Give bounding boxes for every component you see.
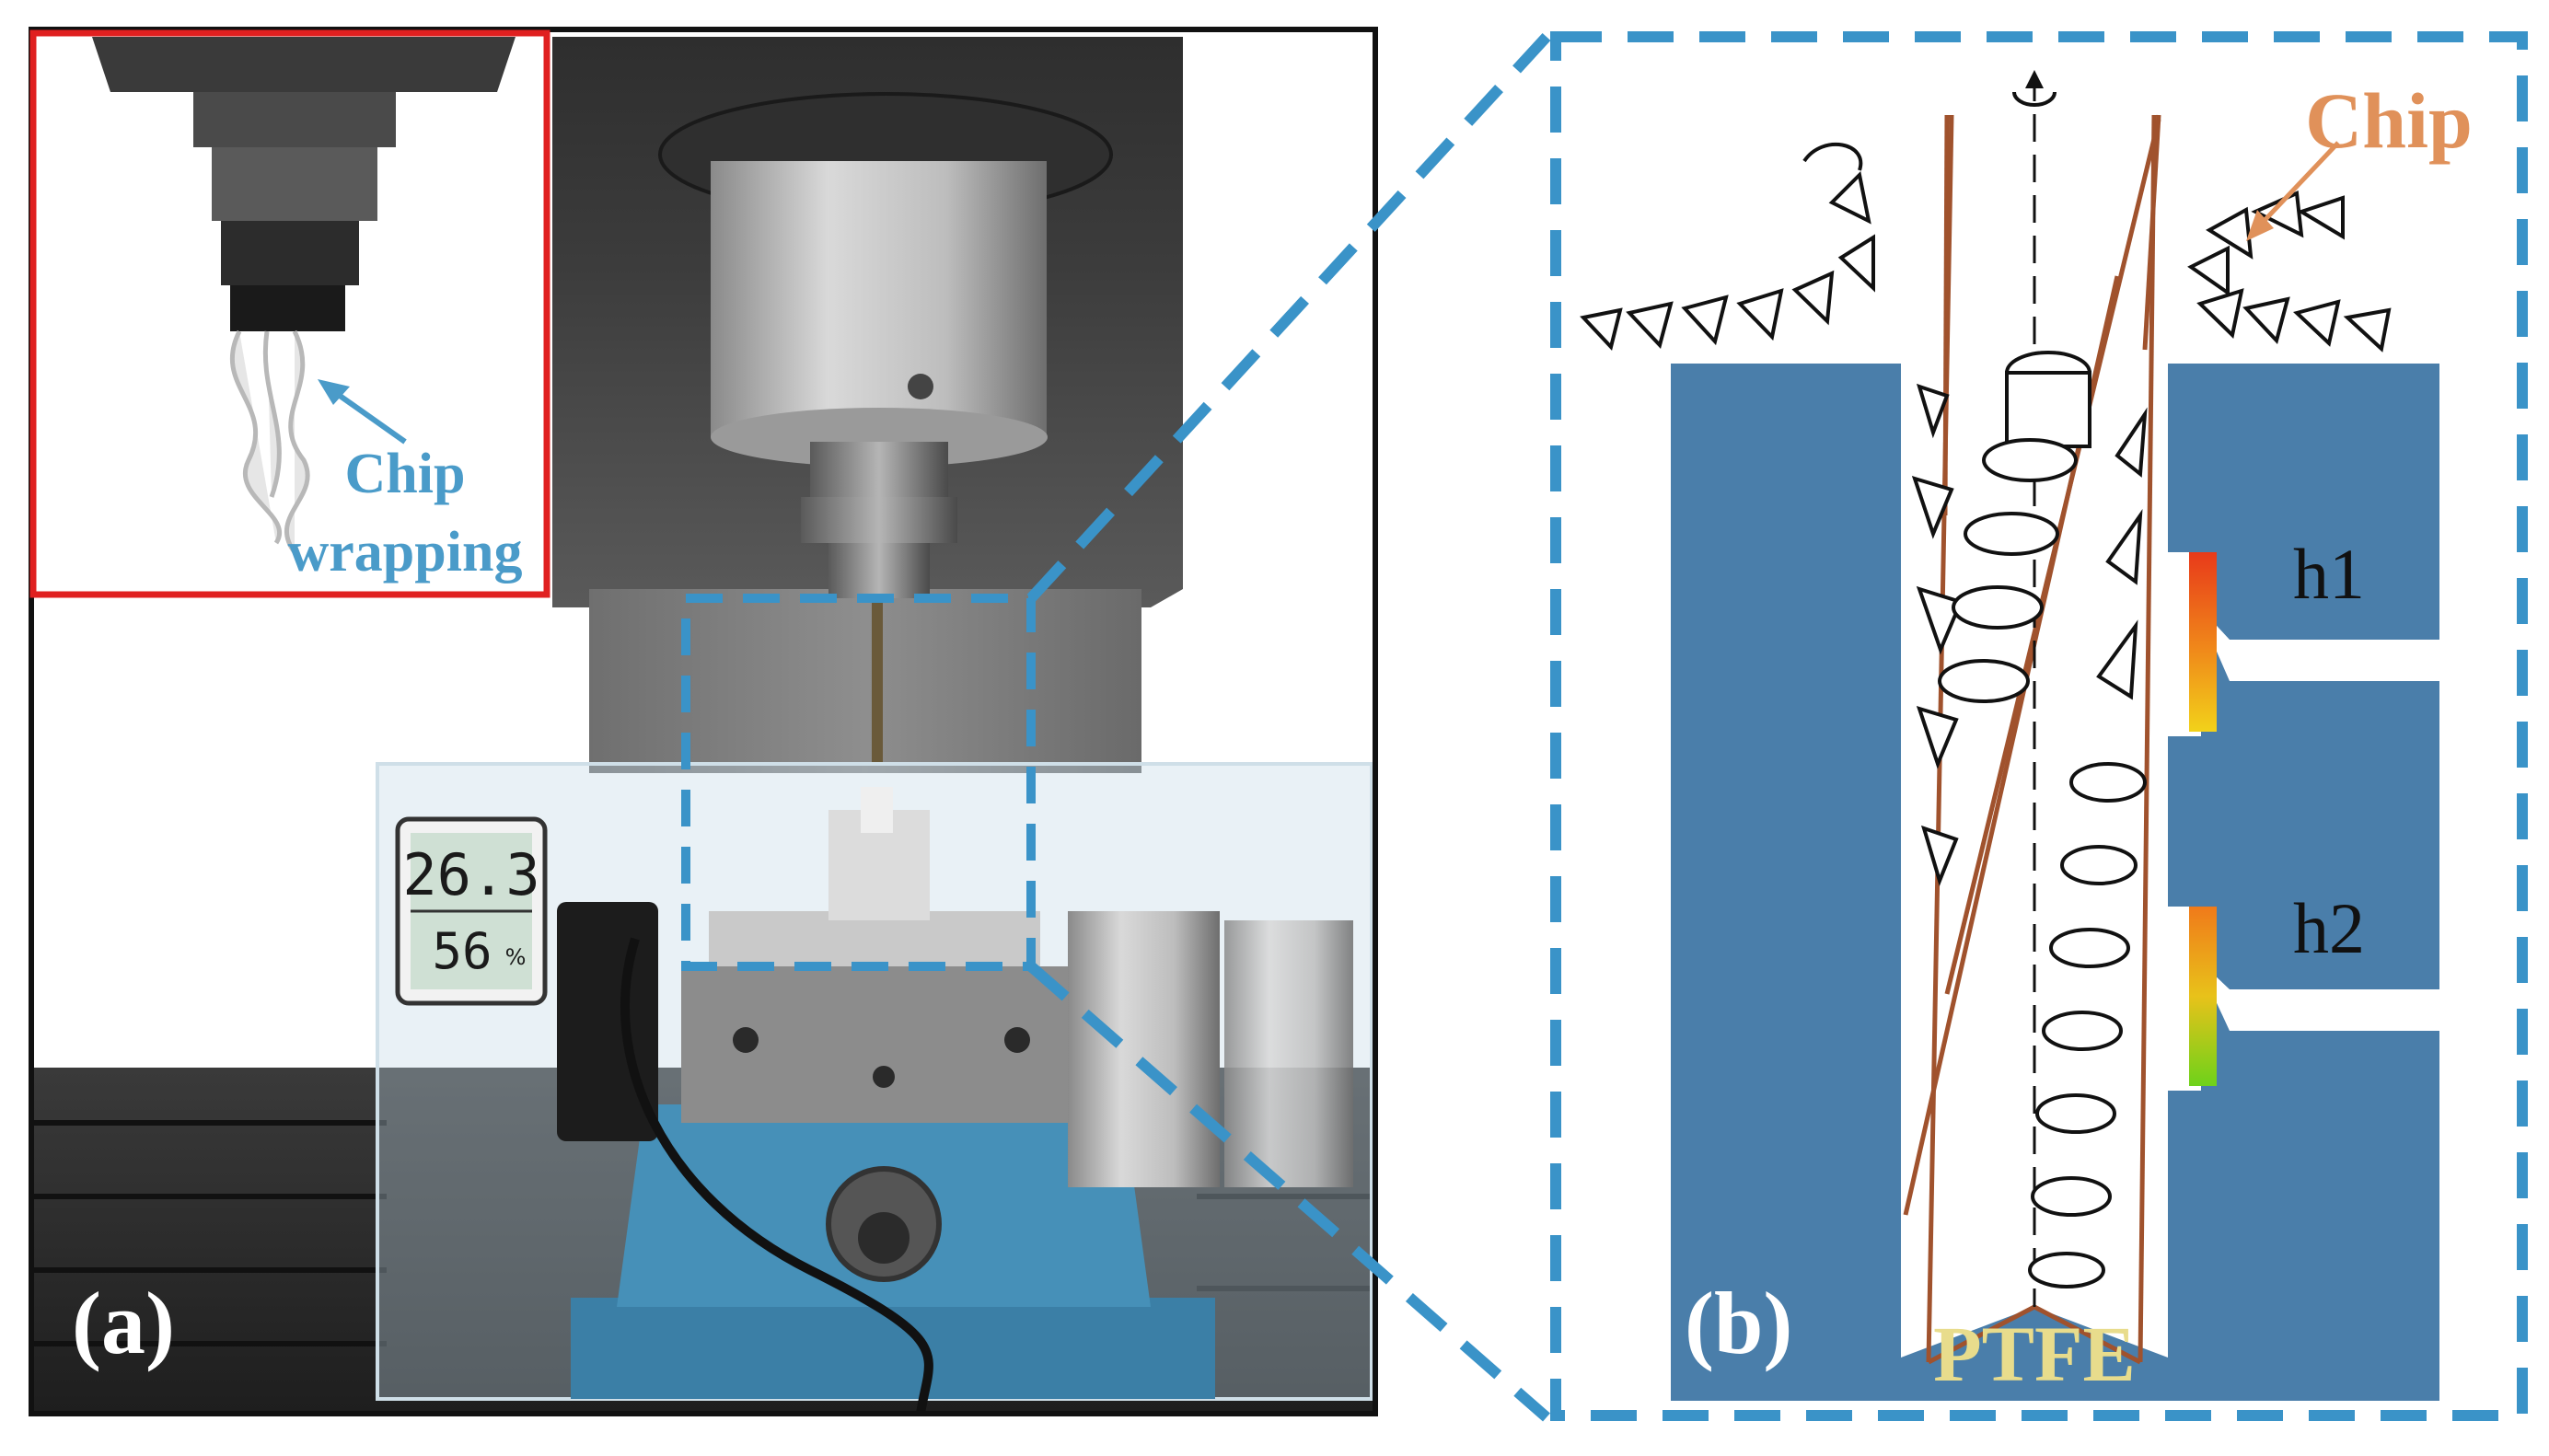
chips-right-flute bbox=[2028, 407, 2148, 1288]
sensor-cable bbox=[620, 937, 933, 1415]
inset-spindle-top bbox=[92, 37, 516, 92]
thermo-hygrometer: 26.3 56 % bbox=[395, 816, 548, 1006]
rotation-arrow bbox=[2012, 91, 2057, 107]
temperature-gradient-h2 bbox=[2189, 907, 2217, 1086]
inset-collet bbox=[230, 285, 345, 331]
zoom-region-box bbox=[681, 594, 1036, 971]
chip-label-arrow-head bbox=[2246, 210, 2274, 241]
chip-helix-center bbox=[1938, 351, 2091, 703]
panel-b-schematic: h1 h2 bbox=[1550, 31, 2528, 1421]
thermometer-humidity-unit: % bbox=[505, 944, 527, 970]
material-label: PTFE bbox=[1933, 1310, 2136, 1398]
panel-a-border bbox=[29, 27, 1378, 1416]
inset-annotation-line1: Chip bbox=[345, 443, 466, 505]
panel-a-photo: 26.3 56 % (a) bbox=[29, 27, 1378, 1416]
inset-chip-wrapping: Chip wrapping bbox=[29, 29, 550, 598]
drill-hole-bottom bbox=[1901, 1307, 2168, 1358]
zoom-connector-bottom bbox=[1027, 962, 1550, 1422]
panel-a-label: (a) bbox=[72, 1274, 175, 1372]
table-slots bbox=[31, 1120, 1375, 1346]
collet-nut bbox=[828, 543, 930, 598]
chips-left-flute bbox=[1911, 383, 1964, 887]
sensor-channel-h1 bbox=[2196, 603, 2439, 681]
temperature-gradient-h1 bbox=[2189, 552, 2217, 732]
sensor-label-h2: h2 bbox=[2293, 888, 2365, 968]
chip-label: Chip bbox=[2305, 76, 2473, 165]
inset-wrapped-chips bbox=[229, 329, 310, 554]
drill-bit bbox=[872, 598, 883, 764]
tool-holder-ring bbox=[801, 497, 957, 543]
sensor-label-h1: h1 bbox=[2293, 534, 2365, 614]
machine-column bbox=[589, 589, 1141, 773]
spindle-housing bbox=[711, 161, 1047, 437]
spindle-screw bbox=[908, 374, 933, 399]
rotation-arrow-head bbox=[2025, 70, 2044, 88]
thermometer-temperature: 26.3 bbox=[402, 841, 539, 908]
cylinder-1 bbox=[1068, 911, 1220, 1187]
spindle-bottom bbox=[711, 408, 1048, 467]
sensor-channel-h2 bbox=[2196, 957, 2439, 1031]
chip-label-arrow bbox=[2254, 141, 2340, 232]
inset-border bbox=[29, 29, 550, 598]
tool-holder bbox=[810, 442, 948, 497]
inset-holder-1 bbox=[193, 92, 396, 147]
inset-holder-3 bbox=[221, 221, 359, 285]
inset-arrow-head bbox=[318, 379, 350, 405]
thermometer-humidity: 56 bbox=[432, 922, 492, 980]
ptfe-workpiece bbox=[1671, 364, 2439, 1401]
vise-screw-nut bbox=[858, 1212, 910, 1264]
zoom-connector-top bbox=[1026, 32, 1551, 603]
inset-holder-2 bbox=[212, 147, 377, 221]
inset-annotation-line2: wrapping bbox=[288, 521, 523, 584]
cylinder-2 bbox=[1224, 920, 1353, 1187]
chips-on-surface bbox=[1580, 143, 2392, 352]
vise-jaw-holes bbox=[733, 1027, 1030, 1088]
workpiece-top bbox=[861, 787, 893, 833]
panel-b-dashed-border bbox=[1550, 31, 2528, 1421]
panel-b-label: (b) bbox=[1685, 1274, 1792, 1372]
